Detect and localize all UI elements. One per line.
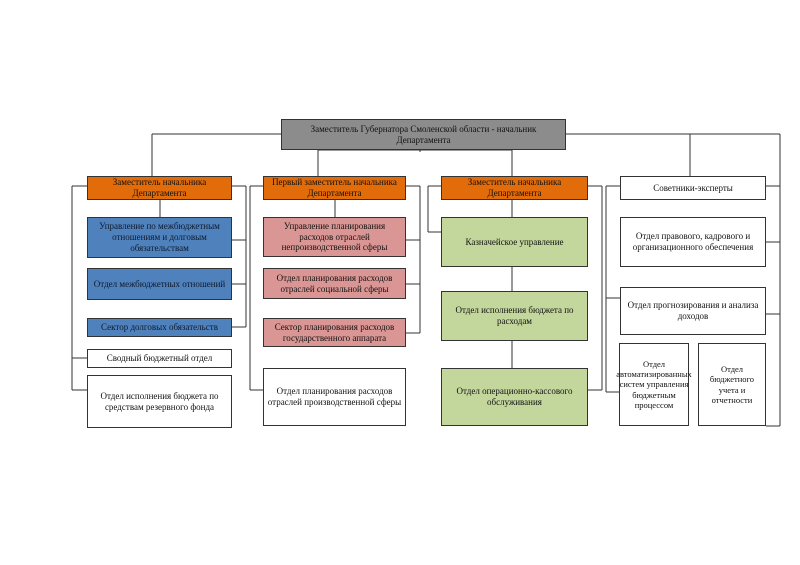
governor-deputy-box: Заместитель Губернатора Смоленской облас… <box>281 119 566 150</box>
col2-production-box: Отдел планирования расходов отраслей про… <box>263 368 406 426</box>
col4-automation-box: Отдел автоматизированных систем управлен… <box>616 343 692 426</box>
col2-govapparatus-box: Сектор планирования расходов государстве… <box>263 318 406 347</box>
col4-advisors-box: Советники-эксперты <box>620 176 766 200</box>
col3-expenditure-box: Отдел исполнения бюджета по расходам <box>441 291 588 341</box>
col1-interbudget-relations-box: Отдел межбюджетных отношений <box>87 268 232 300</box>
col3-head-box: Заместитель начальника Департамента <box>441 176 588 200</box>
col4-accounting-box: Отдел бюджетного учета и отчетности <box>698 343 766 426</box>
col1-reserve-fund-box: Отдел исполнения бюджета по средствам ре… <box>87 375 232 428</box>
col2-nonproduction-box: Управление планирования расходов отрасле… <box>263 217 406 257</box>
col1-budget-dept-box: Сводный бюджетный отдел <box>87 349 232 368</box>
col2-social-box: Отдел планирования расходов отраслей соц… <box>263 268 406 299</box>
col2-head-box: Первый заместитель начальника Департамен… <box>263 176 406 200</box>
col3-treasury-box: Казначейское управление <box>441 217 588 267</box>
col3-cash-service-box: Отдел операционно-кассового обслуживания <box>441 368 588 426</box>
col4-forecasting-box: Отдел прогнозирования и анализа доходов <box>620 287 766 335</box>
col1-interbudget-department-box: Управление по межбюджетным отношениям и … <box>87 217 232 258</box>
col1-debt-sector-box: Сектор долговых обязательств <box>87 318 232 337</box>
col4-legal-hr-box: Отдел правового, кадрового и организацио… <box>620 217 766 267</box>
col1-head-box: Заместитель начальника Департамента <box>87 176 232 200</box>
